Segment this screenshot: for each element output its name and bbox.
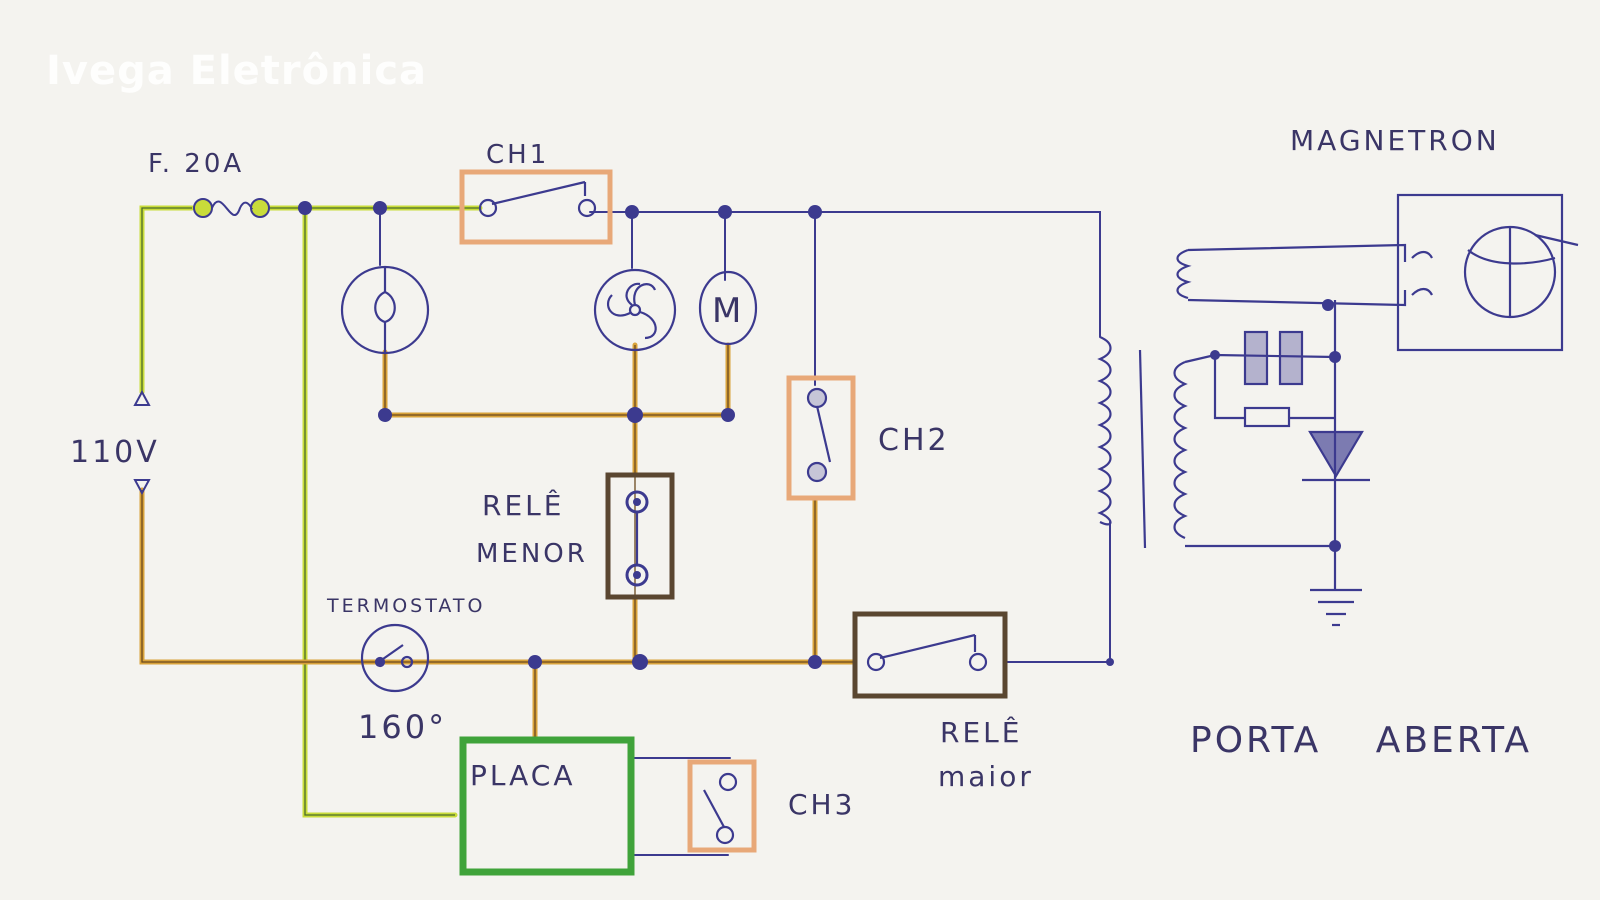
rele-menor-label-1: RELÊ [482,488,564,522]
ch1-label: CH1 [486,140,549,170]
rele-maior-label-2: maior [938,760,1034,793]
hv-diode [1302,430,1370,482]
magnetron-symbol [1396,193,1579,352]
transformer [1097,248,1192,549]
motor-symbol [698,270,758,346]
hv-capacitor [1243,330,1304,386]
rele-menor-relay [605,472,675,600]
voltage-label: 110V [70,435,160,470]
ground-symbol [1310,588,1362,627]
rele-menor-label-2: MENOR [476,539,588,569]
fuse-label: F. 20A [148,149,244,179]
temperature-label: 160° [358,708,447,746]
placa-label: PLACA [470,759,576,792]
blue-wires [379,207,1111,856]
ch3-switch [687,759,757,853]
bleeder-resistor [1243,406,1291,428]
ch2-label: CH2 [878,423,950,458]
junction-dots [298,201,1341,670]
placa-board [459,736,635,876]
ch2-switch [786,375,856,501]
fan-symbol [593,268,677,352]
rele-maior-label-1: RELÊ [940,715,1022,749]
termostato-label: TERMOSTATO [326,595,485,617]
voltage-terminals [133,389,151,496]
rele-maior-relay [852,611,1008,699]
termostato-symbol [360,623,430,693]
lamp-symbol [340,265,430,355]
ch1-switch [459,169,613,245]
fuse [193,198,270,218]
porta-aberta-label: PORTA ABERTA [1190,720,1532,761]
magnetron-label: MAGNETRON [1290,124,1500,157]
watermark-logo: Ivega Eletrônica [46,48,428,94]
ch3-label: CH3 [788,788,855,821]
motor-label: M [712,291,744,331]
